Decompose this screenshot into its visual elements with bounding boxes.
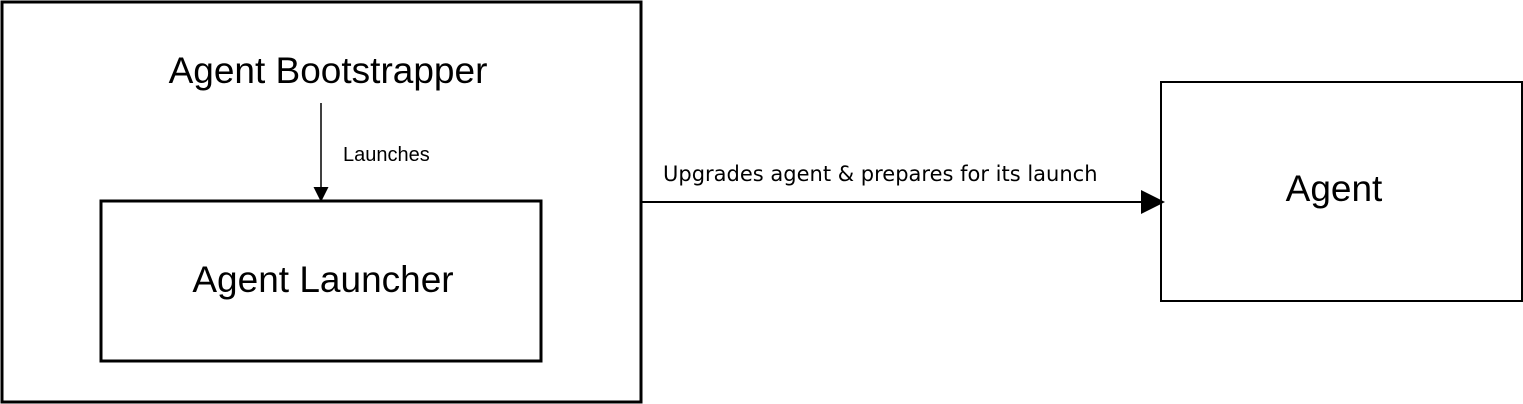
agent-box bbox=[1160, 81, 1523, 302]
agent-bootstrapper-label: Agent Bootstrapper bbox=[169, 50, 488, 91]
agent-launcher-box bbox=[99, 199, 543, 363]
agent-launcher-label: Agent Launcher bbox=[192, 259, 453, 300]
upgrades-edge-label: Upgrades agent & prepares for its launch bbox=[663, 162, 1098, 186]
launches-edge-label: Launches bbox=[343, 144, 430, 166]
agent-label: Agent bbox=[1286, 168, 1383, 209]
